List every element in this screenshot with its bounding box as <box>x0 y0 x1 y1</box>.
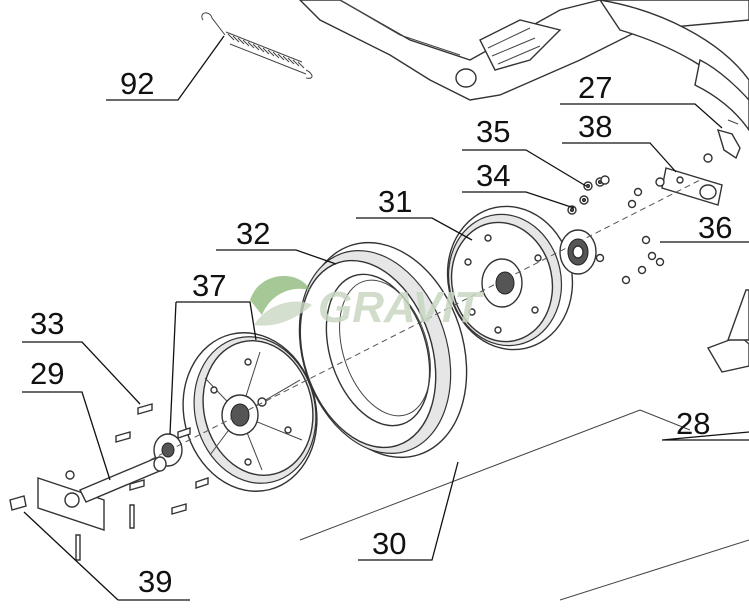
bearing-36 <box>559 229 597 275</box>
callout-39: 39 <box>138 564 172 599</box>
axle-29 <box>37 456 167 531</box>
pins-39 <box>75 504 135 561</box>
bracket-28 <box>706 289 749 373</box>
tire-30 <box>298 241 468 459</box>
leader-lines <box>22 35 749 601</box>
bolt-27 <box>716 119 741 160</box>
callout-37: 37 <box>192 268 226 303</box>
wheel-disk-37 <box>182 332 318 492</box>
watermark-text: GRAVIT <box>318 283 484 332</box>
callout-28: 28 <box>676 406 710 441</box>
watermark: GRAVIT <box>250 276 484 332</box>
callout-38: 38 <box>578 109 612 144</box>
nuts-washers <box>567 153 713 285</box>
callout-labels: 92 27 38 35 34 31 32 36 37 33 29 28 30 3… <box>30 66 732 599</box>
callout-32: 32 <box>236 216 270 251</box>
guide-lines <box>299 409 749 601</box>
callout-35: 35 <box>476 114 510 149</box>
spring-92 <box>201 12 313 79</box>
frame-arm <box>299 0 749 132</box>
callout-30: 30 <box>372 526 406 561</box>
assembly-axis <box>149 179 701 461</box>
plate-38 <box>661 167 723 206</box>
callout-29: 29 <box>30 356 64 391</box>
callout-92: 92 <box>120 66 154 101</box>
callout-34: 34 <box>476 158 510 193</box>
wheel-disk-31 <box>446 205 574 351</box>
callout-31: 31 <box>378 184 412 219</box>
callout-27: 27 <box>578 70 612 105</box>
callout-33: 33 <box>30 306 64 341</box>
bolts-33 <box>9 403 209 515</box>
callout-36: 36 <box>698 210 732 245</box>
